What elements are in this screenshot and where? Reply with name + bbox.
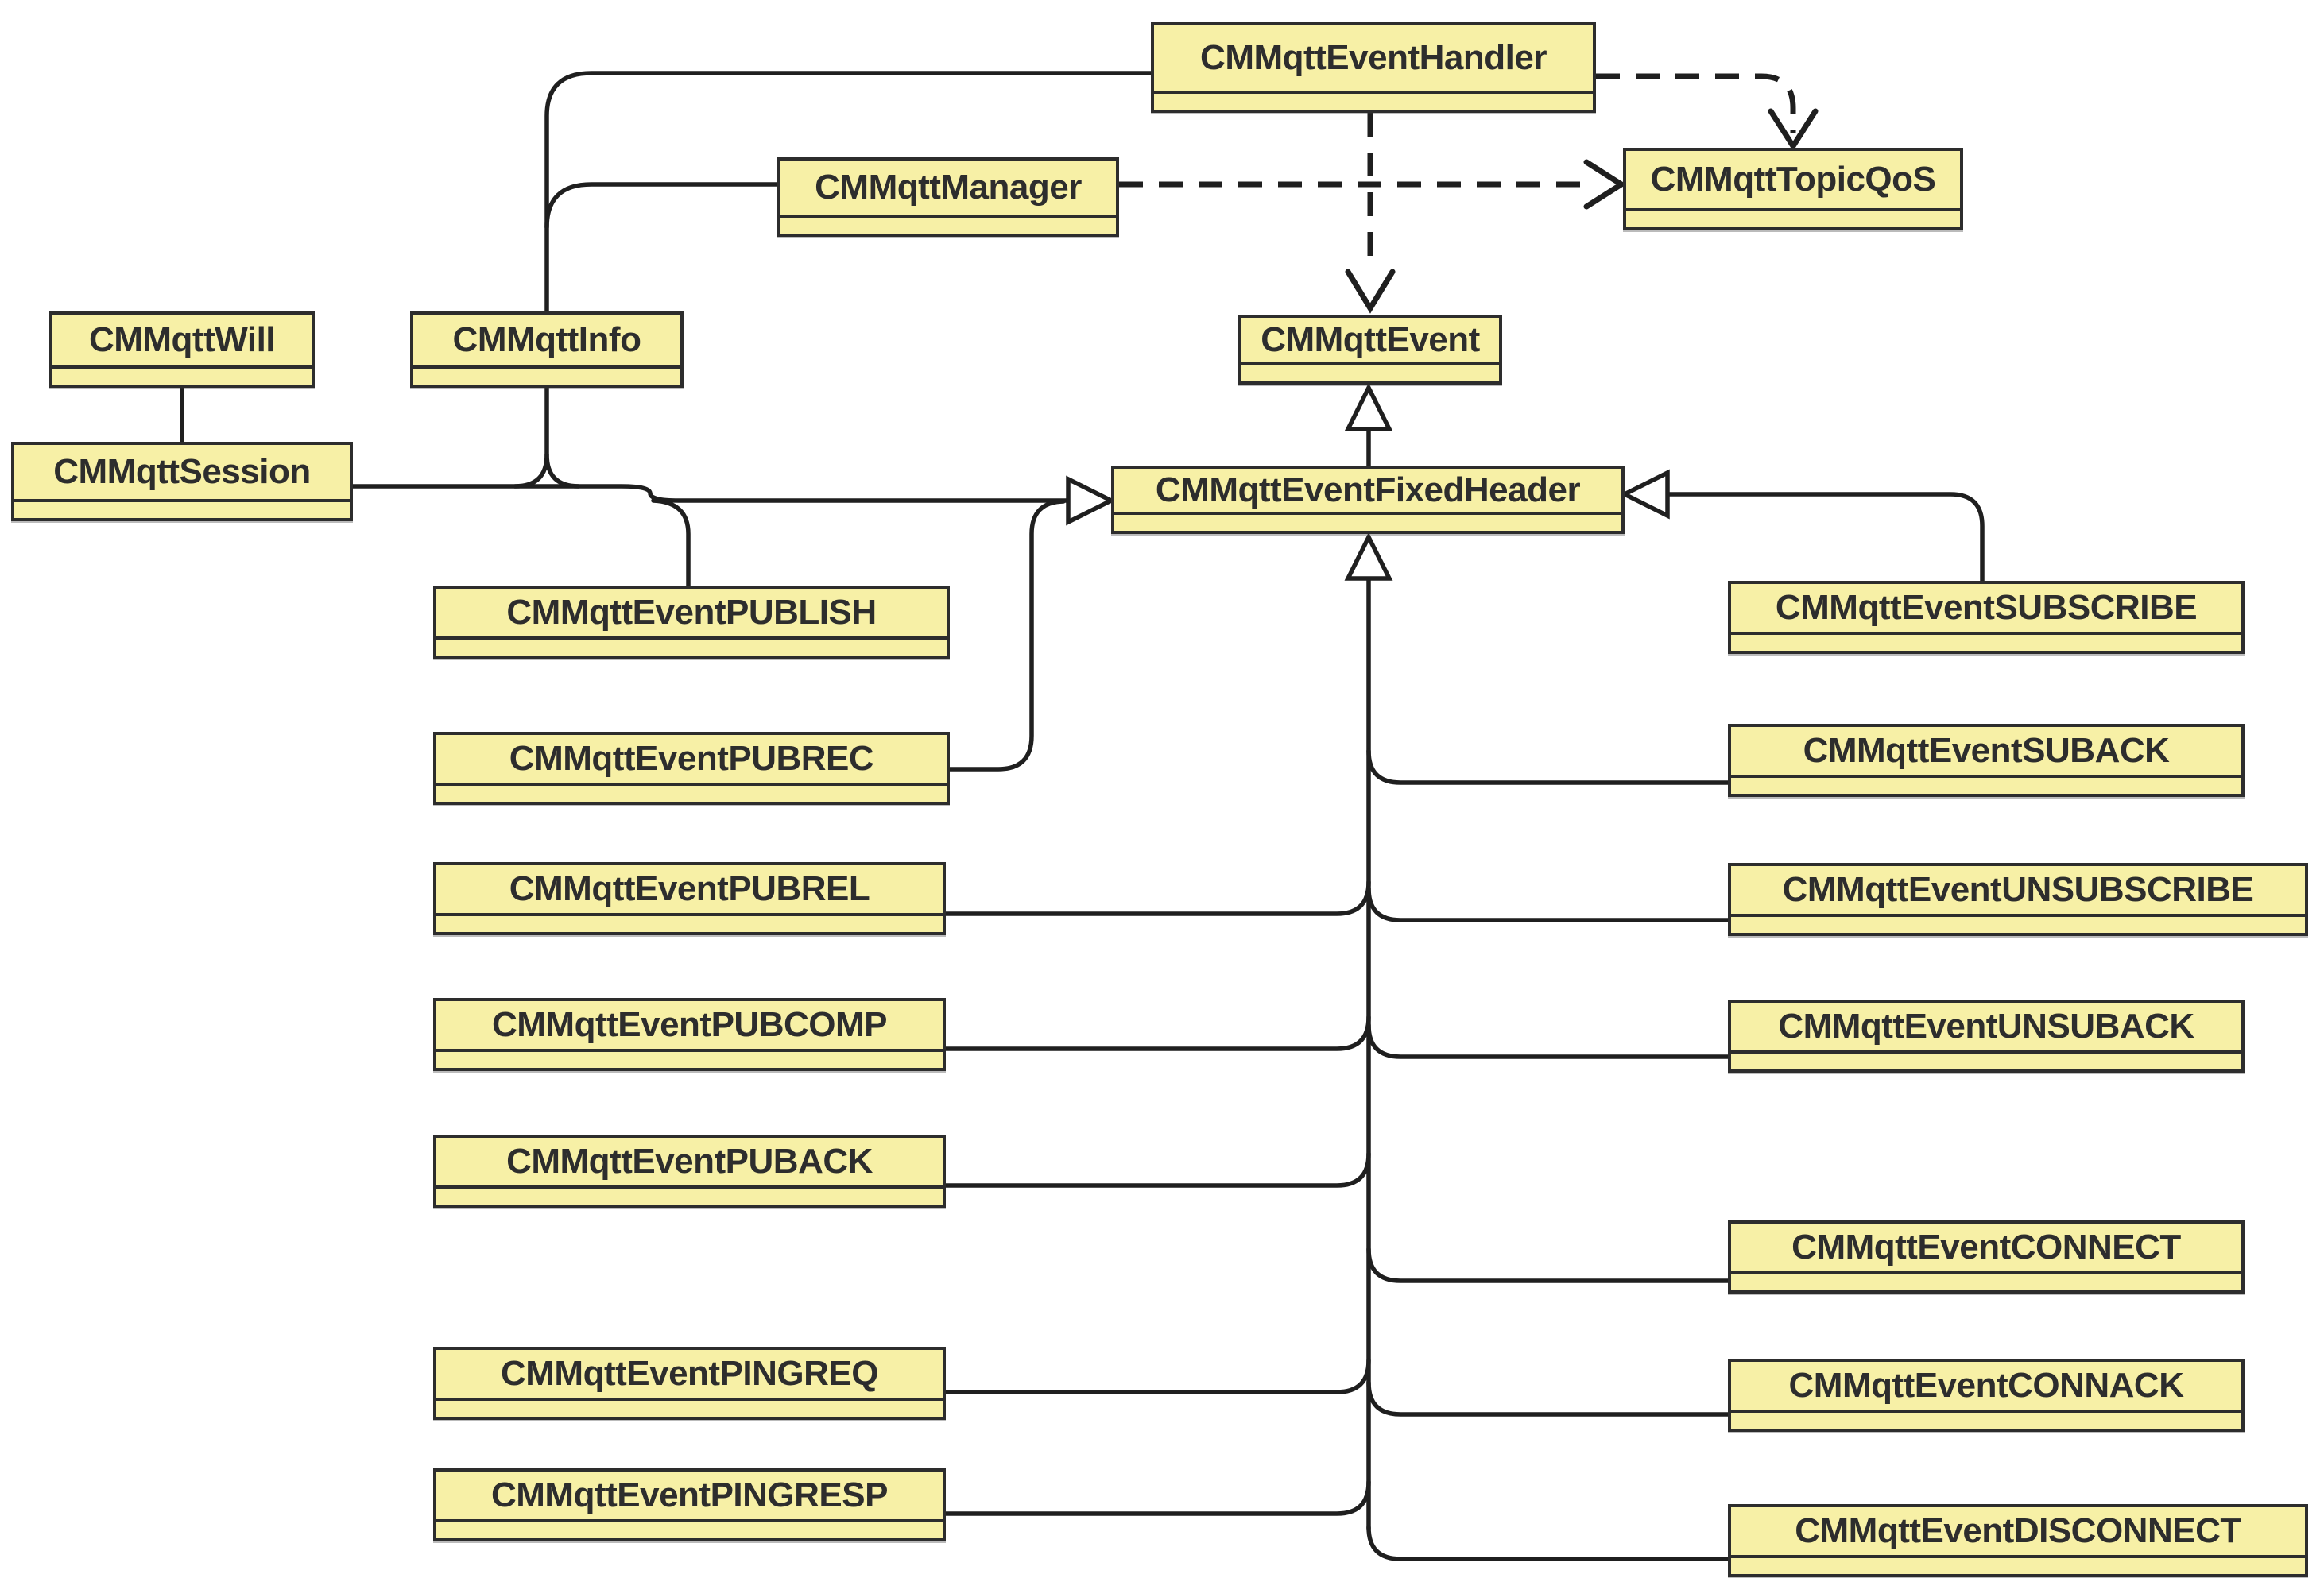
class-name-label: CMMqttEventPINGREQ <box>501 1354 879 1393</box>
generalization-subscribe-line <box>1667 492 1985 583</box>
class-name-label: CMMqttManager <box>815 168 1082 207</box>
class-box-unsubscribe[interactable]: CMMqttEventUNSUBSCRIBE <box>1728 863 2308 936</box>
generalization-triangle-fixedheader-left <box>1066 475 1117 526</box>
class-box-event-handler[interactable]: CMMqttEventHandler <box>1151 22 1596 113</box>
class-box-disconnect[interactable]: CMMqttEventDISCONNECT <box>1728 1504 2308 1577</box>
generalization-disconnect-line <box>1366 1525 1730 1561</box>
class-members-compartment <box>1154 91 1593 110</box>
class-name-label: CMMqttEventPUBLISH <box>506 593 877 632</box>
class-box-pingreq[interactable]: CMMqttEventPINGREQ <box>433 1347 946 1420</box>
open-arrowhead-topicqos-left <box>1583 159 1627 210</box>
class-box-info[interactable]: CMMqttInfo <box>410 311 684 388</box>
association-eventhandler-info <box>544 71 1153 314</box>
class-name-label: CMMqttEventHandler <box>1200 38 1547 77</box>
generalization-publish-line <box>651 498 691 588</box>
class-members-compartment <box>436 636 947 656</box>
class-members-compartment <box>14 499 350 518</box>
class-members-compartment <box>436 783 947 802</box>
class-members-compartment <box>413 365 680 385</box>
association-session-trunk <box>351 484 1069 503</box>
generalization-unsubscribe-line <box>1366 886 1730 922</box>
class-box-suback[interactable]: CMMqttEventSUBACK <box>1728 724 2245 797</box>
class-members-compartment <box>1731 1271 2241 1290</box>
class-name-label: CMMqttEventPUBCOMP <box>492 1005 887 1044</box>
class-members-compartment <box>1731 632 2241 651</box>
association-info-trunk-fillet <box>513 452 549 489</box>
class-box-fixed-header[interactable]: CMMqttEventFixedHeader <box>1111 466 1625 534</box>
generalization-pingresp-line <box>943 1479 1371 1516</box>
class-name-label: CMMqttEventFixedHeader <box>1155 470 1581 509</box>
generalization-pubrec-line <box>947 499 1066 772</box>
generalization-triangle-fixedheader-right <box>1619 469 1670 520</box>
class-name-label: CMMqttEventUNSUBACK <box>1778 1007 2194 1046</box>
generalization-triangle-fixedheader-bottom <box>1344 532 1393 581</box>
class-name-label: CMMqttEventDISCONNECT <box>1795 1511 2241 1550</box>
class-members-compartment <box>1731 914 2305 933</box>
class-box-pubrel[interactable]: CMMqttEventPUBREL <box>433 862 946 935</box>
class-members-compartment <box>52 365 312 385</box>
class-box-pubrec[interactable]: CMMqttEventPUBREC <box>433 732 950 805</box>
generalization-triangle-event <box>1344 382 1393 431</box>
class-box-pingresp[interactable]: CMMqttEventPINGRESP <box>433 1468 946 1541</box>
open-arrowhead-event-top <box>1345 269 1396 314</box>
class-members-compartment <box>1731 1050 2241 1069</box>
class-name-label: CMMqttWill <box>88 320 276 359</box>
class-box-subscribe[interactable]: CMMqttEventSUBSCRIBE <box>1728 581 2245 654</box>
class-members-compartment <box>780 215 1116 234</box>
class-box-unsuback[interactable]: CMMqttEventUNSUBACK <box>1728 1000 2245 1073</box>
generalization-unsuback-line <box>1366 1023 1730 1059</box>
class-box-will[interactable]: CMMqttWill <box>49 311 315 388</box>
class-box-manager[interactable]: CMMqttManager <box>777 157 1119 237</box>
association-manager-info <box>544 182 780 230</box>
class-members-compartment <box>436 1185 943 1205</box>
class-box-connack[interactable]: CMMqttEventCONNACK <box>1728 1359 2245 1432</box>
generalization-pubrel-line <box>943 880 1371 916</box>
class-box-pubcomp[interactable]: CMMqttEventPUBCOMP <box>433 998 946 1071</box>
class-members-compartment <box>1241 362 1499 381</box>
dependency-eventhandler-topicqos <box>1596 73 1796 133</box>
generalization-puback-line <box>943 1151 1371 1188</box>
class-members-compartment <box>1731 775 2241 794</box>
class-name-label: CMMqttEventPUBREC <box>509 739 874 778</box>
class-members-compartment <box>1731 1555 2305 1574</box>
class-name-label: CMMqttEventSUBSCRIBE <box>1775 588 2198 627</box>
class-name-label: CMMqttEventCONNECT <box>1791 1228 2181 1267</box>
class-name-label: CMMqttTopicQoS <box>1650 160 1936 199</box>
open-arrowhead-topicqos-top <box>1768 108 1819 152</box>
class-name-label: CMMqttSession <box>53 452 311 491</box>
class-box-event[interactable]: CMMqttEvent <box>1238 315 1502 385</box>
class-name-label: CMMqttEventPUBREL <box>509 869 870 908</box>
class-members-compartment <box>436 1398 943 1417</box>
class-box-session[interactable]: CMMqttSession <box>11 442 353 521</box>
generalization-pingreq-line <box>943 1358 1371 1394</box>
generalization-connect-line <box>1366 1247 1730 1283</box>
class-name-label: CMMqttInfo <box>452 320 641 359</box>
class-box-topic-qos[interactable]: CMMqttTopicQoS <box>1623 148 1963 230</box>
class-box-publish[interactable]: CMMqttEventPUBLISH <box>433 586 950 659</box>
class-name-label: CMMqttEvent <box>1261 320 1480 359</box>
class-name-label: CMMqttEventPUBACK <box>506 1142 873 1181</box>
class-members-compartment <box>1731 1410 2241 1429</box>
class-members-compartment <box>436 1049 943 1068</box>
class-members-compartment <box>1114 512 1621 531</box>
generalization-suback-line <box>1366 748 1730 785</box>
generalization-pubcomp-line <box>943 1015 1371 1051</box>
class-members-compartment <box>436 1519 943 1538</box>
class-box-puback[interactable]: CMMqttEventPUBACK <box>433 1135 946 1208</box>
class-name-label: CMMqttEventSUBACK <box>1803 731 2170 770</box>
class-name-label: CMMqttEventPINGRESP <box>491 1476 888 1514</box>
class-members-compartment <box>1626 208 1960 227</box>
class-box-connect[interactable]: CMMqttEventCONNECT <box>1728 1220 2245 1294</box>
class-name-label: CMMqttEventUNSUBSCRIBE <box>1782 870 2254 909</box>
association-info-trunk <box>544 385 581 489</box>
class-name-label: CMMqttEventCONNACK <box>1788 1366 2184 1405</box>
generalization-connack-line <box>1366 1380 1730 1417</box>
class-members-compartment <box>436 913 943 932</box>
